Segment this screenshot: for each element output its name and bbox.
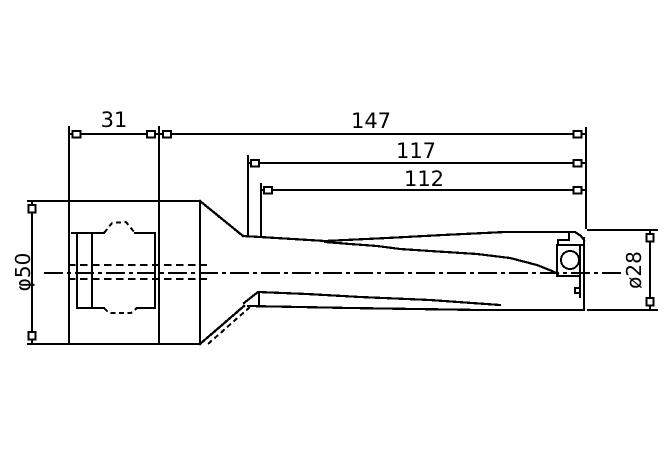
holder-outline [26,125,246,346]
bore-lines [71,232,156,309]
drill-body-outline [241,230,586,312]
dim-label-overall-length: 147 [351,109,391,133]
dim-label-cutting-diameter: ø28 [622,251,646,289]
dimension-lines [31,127,658,345]
dim-label-shank-diameter: φ50 [11,253,35,292]
coolant-hole-hidden-lines [68,264,207,280]
dim-label-flute-length: 112 [404,167,444,191]
dim-label-shank-length: 31 [101,108,128,132]
hidden-lines [103,220,251,345]
dimension-arrowheads [27,130,655,341]
dim-label-length-to-insert: 117 [396,139,436,163]
